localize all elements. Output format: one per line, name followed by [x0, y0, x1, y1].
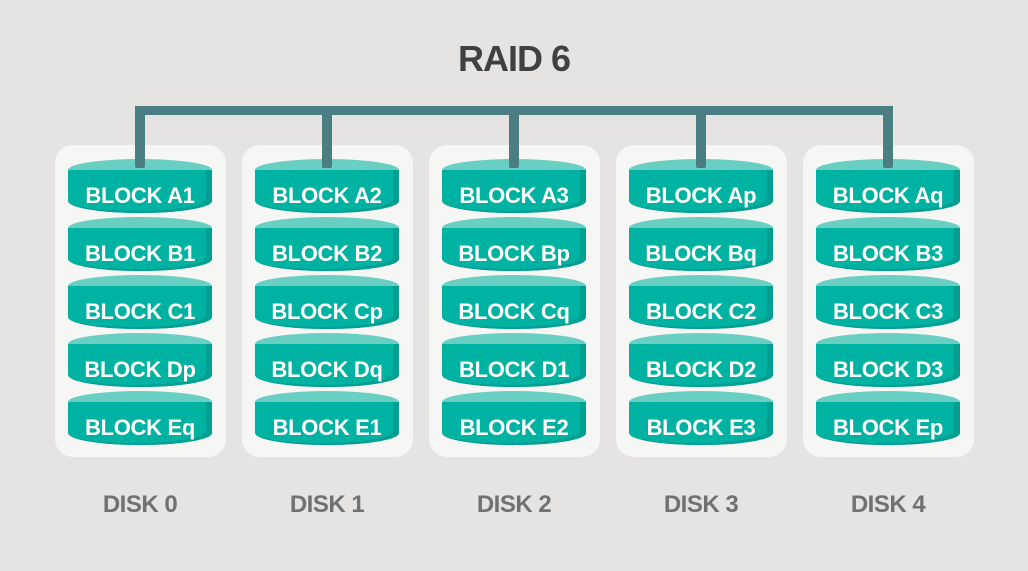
block-label: BLOCK D3 — [832, 356, 944, 382]
cylinder-body — [442, 170, 586, 213]
disk-block-stack: BLOCK A1 BLOCK B1 BLOCK C1 BLOCK Dp BLOC… — [55, 159, 226, 445]
storage-block-cylinder: BLOCK E2 — [442, 391, 586, 445]
block-label: BLOCK A2 — [272, 182, 382, 208]
disk-block-stack: BLOCK A3 BLOCK Bp BLOCK Cq BLOCK D1 BLOC… — [429, 159, 600, 445]
cylinder-body — [816, 228, 960, 271]
disk-column: BLOCK A3 BLOCK Bp BLOCK Cq BLOCK D1 BLOC… — [428, 145, 600, 519]
storage-block-cylinder: BLOCK Bp — [442, 217, 586, 271]
storage-block-cylinder: BLOCK D1 — [442, 333, 586, 387]
block-label: BLOCK B1 — [84, 240, 196, 266]
cylinder-body — [442, 228, 586, 271]
storage-block-cylinder: BLOCK Ep — [816, 391, 960, 445]
cylinder-body — [442, 344, 586, 387]
disk-label: DISK 0 — [102, 491, 178, 518]
disk-block-stack: BLOCK Aq BLOCK B3 BLOCK C3 BLOCK D3 BLOC… — [803, 159, 974, 445]
storage-block-cylinder: BLOCK A3 — [442, 159, 586, 213]
block-label: BLOCK Ep — [832, 414, 944, 440]
block-label: BLOCK Dp — [84, 356, 196, 382]
storage-block-cylinder: BLOCK Cp — [255, 275, 399, 329]
disk-panel: BLOCK Aq BLOCK B3 BLOCK C3 BLOCK D3 BLOC… — [802, 145, 974, 457]
storage-block-cylinder: BLOCK A1 — [68, 159, 212, 213]
disk-label: DISK 2 — [476, 491, 552, 518]
block-label: BLOCK Ap — [645, 182, 757, 208]
cylinder-body — [442, 286, 586, 329]
storage-block-cylinder: BLOCK Eq — [68, 391, 212, 445]
cylinder-body — [255, 228, 399, 271]
block-label: BLOCK Cq — [458, 298, 570, 324]
cylinder-body — [629, 228, 773, 271]
cylinder-body — [442, 402, 586, 445]
disk-panel: BLOCK Ap BLOCK Bq BLOCK C2 BLOCK D2 BLOC… — [615, 145, 787, 457]
disk-label: DISK 4 — [850, 491, 926, 518]
disk-panel: BLOCK A2 BLOCK B2 BLOCK Cp BLOCK Dq BLOC… — [241, 145, 413, 457]
storage-block-cylinder: BLOCK C3 — [816, 275, 960, 329]
disk-column: BLOCK A1 BLOCK B1 BLOCK C1 BLOCK Dp BLOC… — [54, 145, 226, 519]
block-label: BLOCK Dq — [271, 356, 383, 382]
storage-block-cylinder: BLOCK E3 — [629, 391, 773, 445]
block-label: BLOCK Bp — [458, 240, 570, 266]
storage-block-cylinder: BLOCK Aq — [816, 159, 960, 213]
storage-block-cylinder: BLOCK Bq — [629, 217, 773, 271]
diagram-title: RAID 6 — [457, 38, 571, 79]
storage-block-cylinder: BLOCK Dp — [68, 333, 212, 387]
storage-block-cylinder: BLOCK B3 — [816, 217, 960, 271]
block-label: BLOCK B2 — [271, 240, 383, 266]
disk-block-stack: BLOCK Ap BLOCK Bq BLOCK C2 BLOCK D2 BLOC… — [616, 159, 787, 445]
storage-block-cylinder: BLOCK D3 — [816, 333, 960, 387]
cylinder-body — [68, 344, 212, 387]
cylinder-body — [68, 228, 212, 271]
disk-panel: BLOCK A3 BLOCK Bp BLOCK Cq BLOCK D1 BLOC… — [428, 145, 600, 457]
disk-panel: BLOCK A1 BLOCK B1 BLOCK C1 BLOCK Dp BLOC… — [54, 145, 226, 457]
storage-block-cylinder: BLOCK C2 — [629, 275, 773, 329]
cylinder-body — [255, 286, 399, 329]
storage-block-cylinder: BLOCK A2 — [255, 159, 399, 213]
storage-block-cylinder: BLOCK Cq — [442, 275, 586, 329]
cylinder-body — [255, 170, 399, 213]
storage-block-cylinder: BLOCK Ap — [629, 159, 773, 213]
disk-block-stack: BLOCK A2 BLOCK B2 BLOCK Cp BLOCK Dq BLOC… — [242, 159, 413, 445]
disk-column: BLOCK Aq BLOCK B3 BLOCK C3 BLOCK D3 BLOC… — [802, 145, 974, 519]
cylinder-body — [629, 344, 773, 387]
block-label: BLOCK C3 — [832, 298, 944, 324]
block-label: BLOCK Bq — [645, 240, 757, 266]
disk-columns: BLOCK A1 BLOCK B1 BLOCK C1 BLOCK Dp BLOC… — [0, 145, 1028, 519]
storage-block-cylinder: BLOCK Dq — [255, 333, 399, 387]
block-label: BLOCK Aq — [832, 182, 944, 208]
block-label: BLOCK A3 — [459, 182, 569, 208]
storage-block-cylinder: BLOCK B1 — [68, 217, 212, 271]
cylinder-body — [255, 344, 399, 387]
cylinder-body — [816, 170, 960, 213]
disk-label: DISK 3 — [663, 491, 739, 518]
block-label: BLOCK C2 — [645, 298, 757, 324]
cylinder-body — [68, 170, 212, 213]
storage-block-cylinder: BLOCK E1 — [255, 391, 399, 445]
block-label: BLOCK Eq — [84, 414, 196, 440]
block-label: BLOCK D2 — [645, 356, 757, 382]
cylinder-body — [68, 402, 212, 445]
storage-block-cylinder: BLOCK C1 — [68, 275, 212, 329]
cylinder-body — [816, 402, 960, 445]
block-label: BLOCK E1 — [272, 414, 382, 440]
block-label: BLOCK Cp — [271, 298, 383, 324]
block-label: BLOCK B3 — [832, 240, 944, 266]
disk-label: DISK 1 — [289, 491, 365, 518]
cylinder-body — [255, 402, 399, 445]
block-label: BLOCK D1 — [458, 356, 570, 382]
cylinder-body — [629, 170, 773, 213]
block-label: BLOCK C1 — [84, 298, 196, 324]
disk-column: BLOCK A2 BLOCK B2 BLOCK Cp BLOCK Dq BLOC… — [241, 145, 413, 519]
block-label: BLOCK E3 — [646, 414, 756, 440]
cylinder-body — [629, 402, 773, 445]
cylinder-body — [816, 344, 960, 387]
storage-block-cylinder: BLOCK B2 — [255, 217, 399, 271]
cylinder-body — [68, 286, 212, 329]
block-label: BLOCK A1 — [85, 182, 195, 208]
disk-column: BLOCK Ap BLOCK Bq BLOCK C2 BLOCK D2 BLOC… — [615, 145, 787, 519]
cylinder-body — [816, 286, 960, 329]
cylinder-body — [629, 286, 773, 329]
block-label: BLOCK E2 — [459, 414, 569, 440]
storage-block-cylinder: BLOCK D2 — [629, 333, 773, 387]
bus-horizontal-line — [136, 106, 893, 115]
